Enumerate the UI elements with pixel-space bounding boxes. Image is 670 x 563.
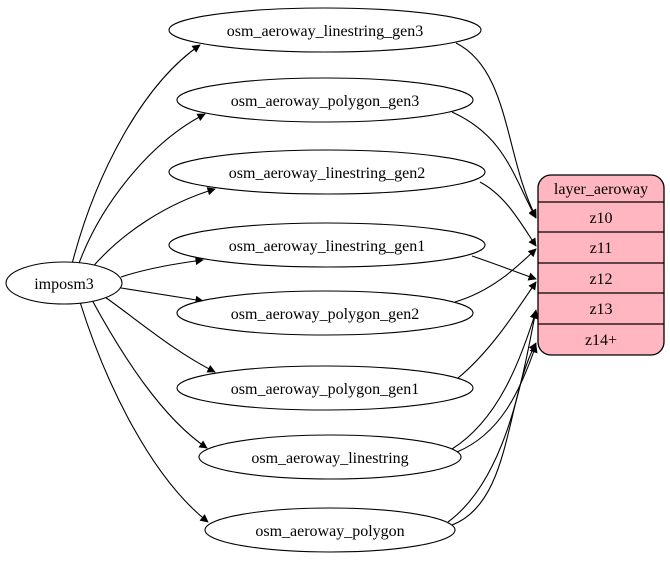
table-ellipse	[168, 222, 486, 268]
imposm3-label: imposm3	[34, 276, 94, 293]
layer-title: layer_aeroway	[554, 181, 648, 198]
node-osm-aeroway-polygon: osm_aeroway_polygon	[204, 507, 456, 553]
layer-row-z13: z13	[589, 301, 612, 318]
edge-polygon-gen3-to-z10	[451, 111, 537, 219]
table-label: osm_aeroway_polygon_gen3	[231, 93, 419, 110]
edge-polygon-gen1-to-z12	[457, 281, 537, 379]
node-osm-aeroway-linestring-gen3: osm_aeroway_linestring_gen3	[168, 7, 482, 53]
edges-to-layer	[447, 42, 539, 526]
layer-record-box	[537, 174, 665, 356]
table-label: osm_aeroway_linestring	[251, 450, 408, 467]
table-ellipse	[198, 434, 462, 480]
edge-imposm3-to-polygon-gen2	[120, 287, 204, 304]
edge-linestring-gen1-to-z12	[471, 255, 537, 281]
edge-linestring-to-z14	[456, 344, 538, 453]
layer-row-z12: z12	[589, 271, 612, 288]
layer-row-z14: z14+	[585, 332, 617, 349]
edge-imposm3-to-linestring-gen1	[120, 256, 204, 278]
node-osm-aeroway-polygon-gen3: osm_aeroway_polygon_gen3	[176, 77, 474, 123]
edge-linestring-gen3-to-z10	[455, 42, 537, 218]
node-osm-aeroway-linestring-gen1: osm_aeroway_linestring_gen1	[168, 222, 486, 268]
node-osm-aeroway-linestring: osm_aeroway_linestring	[198, 434, 462, 480]
node-imposm3: imposm3	[5, 261, 123, 305]
node-osm-aeroway-polygon-gen1: osm_aeroway_polygon_gen1	[176, 365, 474, 411]
edge-imposm3-to-linestring	[91, 299, 208, 449]
edge-polygon-to-z14	[451, 342, 537, 526]
edge-imposm3-to-linestring-gen3	[71, 44, 201, 265]
edge-linestring-to-z13	[451, 310, 538, 450]
table-label: osm_aeroway_linestring_gen1	[229, 238, 425, 255]
table-ellipse	[168, 149, 486, 195]
table-label: osm_aeroway_polygon	[255, 523, 404, 540]
table-label: osm_aeroway_polygon_gen1	[231, 381, 419, 398]
table-ellipse	[176, 290, 474, 336]
edge-polygon-to-z13	[447, 309, 539, 523]
table-ellipse	[204, 507, 456, 553]
edge-linestring-gen2-to-z11	[479, 181, 537, 247]
table-ellipse	[176, 365, 474, 411]
table-ellipse	[168, 7, 482, 53]
table-label: osm_aeroway_linestring_gen2	[229, 165, 425, 182]
table-ellipse	[176, 77, 474, 123]
node-osm-aeroway-polygon-gen2: osm_aeroway_polygon_gen2	[176, 290, 474, 336]
table-label: osm_aeroway_polygon_gen2	[231, 306, 419, 323]
edge-imposm3-to-linestring-gen2	[89, 187, 216, 271]
edge-imposm3-to-polygon-gen3	[77, 113, 206, 267]
layer-row-z11: z11	[590, 240, 613, 257]
layer-row-z10: z10	[589, 210, 612, 227]
edge-imposm3-to-polygon	[79, 301, 209, 523]
edge-imposm3-to-polygon-gen1	[104, 296, 216, 373]
imposm3-ellipse	[5, 261, 123, 305]
table-label: osm_aeroway_linestring_gen3	[227, 23, 423, 40]
edges-from-imposm3	[71, 44, 216, 523]
node-osm-aeroway-linestring-gen2: osm_aeroway_linestring_gen2	[168, 149, 486, 195]
node-layer-aeroway: layer_aeroway z10 z11 z12 z13 z14+	[537, 174, 665, 356]
edge-polygon-gen2-to-z11	[454, 248, 537, 303]
